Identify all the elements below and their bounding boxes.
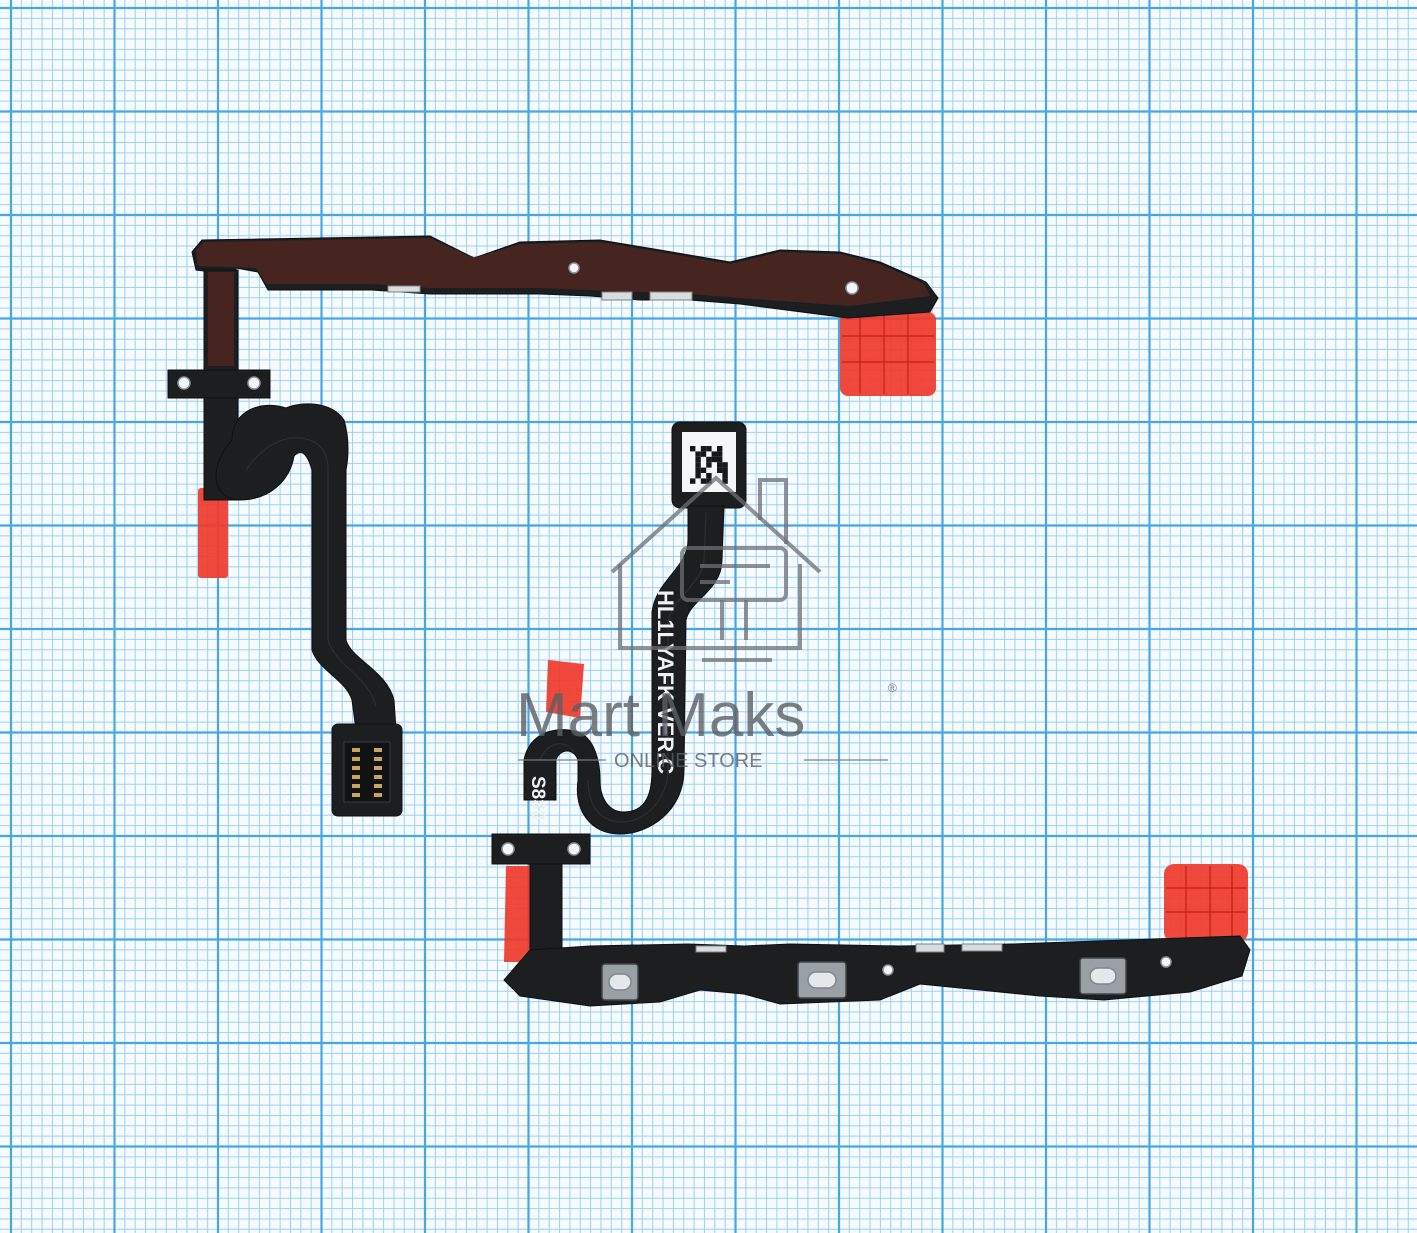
red-tape-tab-top-right xyxy=(840,312,936,396)
screw-hole xyxy=(501,842,515,856)
house-with-cash-register-icon xyxy=(610,475,822,662)
store-watermark: Mart Maks ® ONLINE STORE xyxy=(516,475,897,772)
board-to-board-connector xyxy=(331,723,403,817)
red-tape-tab-upper-left xyxy=(546,660,584,718)
lower-flex-cable: HL1LYAFK VER.C S830 xyxy=(491,421,1251,1007)
watermark-brand: Mart Maks xyxy=(516,681,805,750)
tactile-switch xyxy=(797,961,847,999)
screw-hole xyxy=(177,376,191,390)
watermark-tagline: ONLINE STORE xyxy=(614,750,763,772)
red-tape-tab-lower-left xyxy=(504,866,532,962)
screw-hole xyxy=(247,376,261,390)
tactile-switch xyxy=(601,963,639,1001)
upper-flex-cable xyxy=(167,235,939,817)
screw-hole xyxy=(568,262,580,274)
screw-hole xyxy=(882,964,894,976)
screw-hole xyxy=(845,281,859,295)
red-tape-tab-left xyxy=(198,488,228,578)
screw-hole xyxy=(567,842,581,856)
screw-hole xyxy=(1160,956,1172,968)
data-matrix-code xyxy=(690,446,728,484)
tactile-switch xyxy=(1079,957,1127,995)
model-marking-text: HL1LYAFK VER.C xyxy=(653,590,678,774)
watermark-trademark: ® xyxy=(888,681,897,695)
red-tape-tab-bottom-right xyxy=(1164,864,1248,942)
part-code-text: S830 xyxy=(527,776,548,820)
